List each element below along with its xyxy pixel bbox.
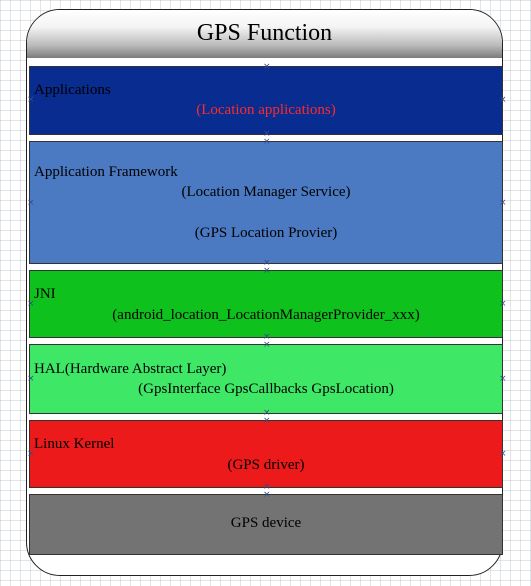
layer-subtitle: GPS device — [230, 515, 302, 531]
layer-title: Application Framework — [34, 164, 178, 180]
layer-hal[interactable]: HAL(Hardware Abstract Layer) (GpsInterfa… — [29, 344, 503, 414]
selection-handle-icon[interactable]: × — [263, 266, 271, 276]
selection-handle-icon[interactable]: × — [263, 62, 271, 72]
selection-handle-icon[interactable]: × — [263, 332, 271, 342]
selection-handle-icon[interactable]: × — [27, 95, 35, 105]
layer-title: Linux Kernel — [34, 436, 115, 452]
layer-title: JNI — [34, 286, 56, 302]
selection-handle-icon[interactable]: × — [27, 374, 35, 384]
layer-subtitle: (GPS driver) — [227, 457, 305, 473]
selection-handle-icon[interactable]: × — [263, 482, 271, 492]
selection-handle-icon[interactable]: × — [263, 258, 271, 268]
layer-application-framework[interactable]: Application Framework (Location Manager … — [29, 141, 503, 264]
title-bar: GPS Function — [27, 10, 502, 58]
selection-handle-icon[interactable]: × — [499, 299, 507, 309]
selection-handle-icon[interactable]: × — [27, 449, 35, 459]
layer-subtitle: (android_location_LocationManagerProvide… — [112, 307, 420, 323]
layer-jni[interactable]: JNI (android_location_LocationManagerPro… — [29, 270, 503, 338]
layer-title: Applications — [34, 82, 111, 98]
selection-handle-icon[interactable]: × — [499, 95, 507, 105]
layer-title: HAL(Hardware Abstract Layer) — [34, 361, 227, 377]
selection-handle-icon[interactable]: × — [499, 374, 507, 384]
selection-handle-icon[interactable]: × — [263, 129, 271, 139]
layer-linux-kernel[interactable]: Linux Kernel (GPS driver) — [29, 420, 503, 488]
layer-subtitle: (Location applications) — [196, 102, 336, 118]
selection-handle-icon[interactable]: × — [499, 198, 507, 208]
selection-handle-icon[interactable]: × — [499, 449, 507, 459]
diagram-title: GPS Function — [196, 20, 333, 46]
layer-subtitle: (Location Manager Service) — [181, 184, 351, 200]
selection-handle-icon[interactable]: × — [263, 137, 271, 147]
layer-applications[interactable]: Applications (Location applications) — [29, 66, 503, 135]
selection-handle-icon[interactable]: × — [27, 198, 35, 208]
selection-handle-icon[interactable]: × — [27, 299, 35, 309]
layer-gps-device[interactable]: GPS device — [29, 494, 503, 555]
layer-subtitle: (GPS Location Provier) — [194, 225, 338, 241]
selection-handle-icon[interactable]: × — [263, 340, 271, 350]
selection-handle-icon[interactable]: × — [263, 416, 271, 426]
layer-subtitle: (GpsInterface GpsCallbacks GpsLocation) — [138, 381, 394, 397]
selection-handle-icon[interactable]: × — [263, 408, 271, 418]
selection-handle-icon[interactable]: × — [263, 490, 271, 500]
